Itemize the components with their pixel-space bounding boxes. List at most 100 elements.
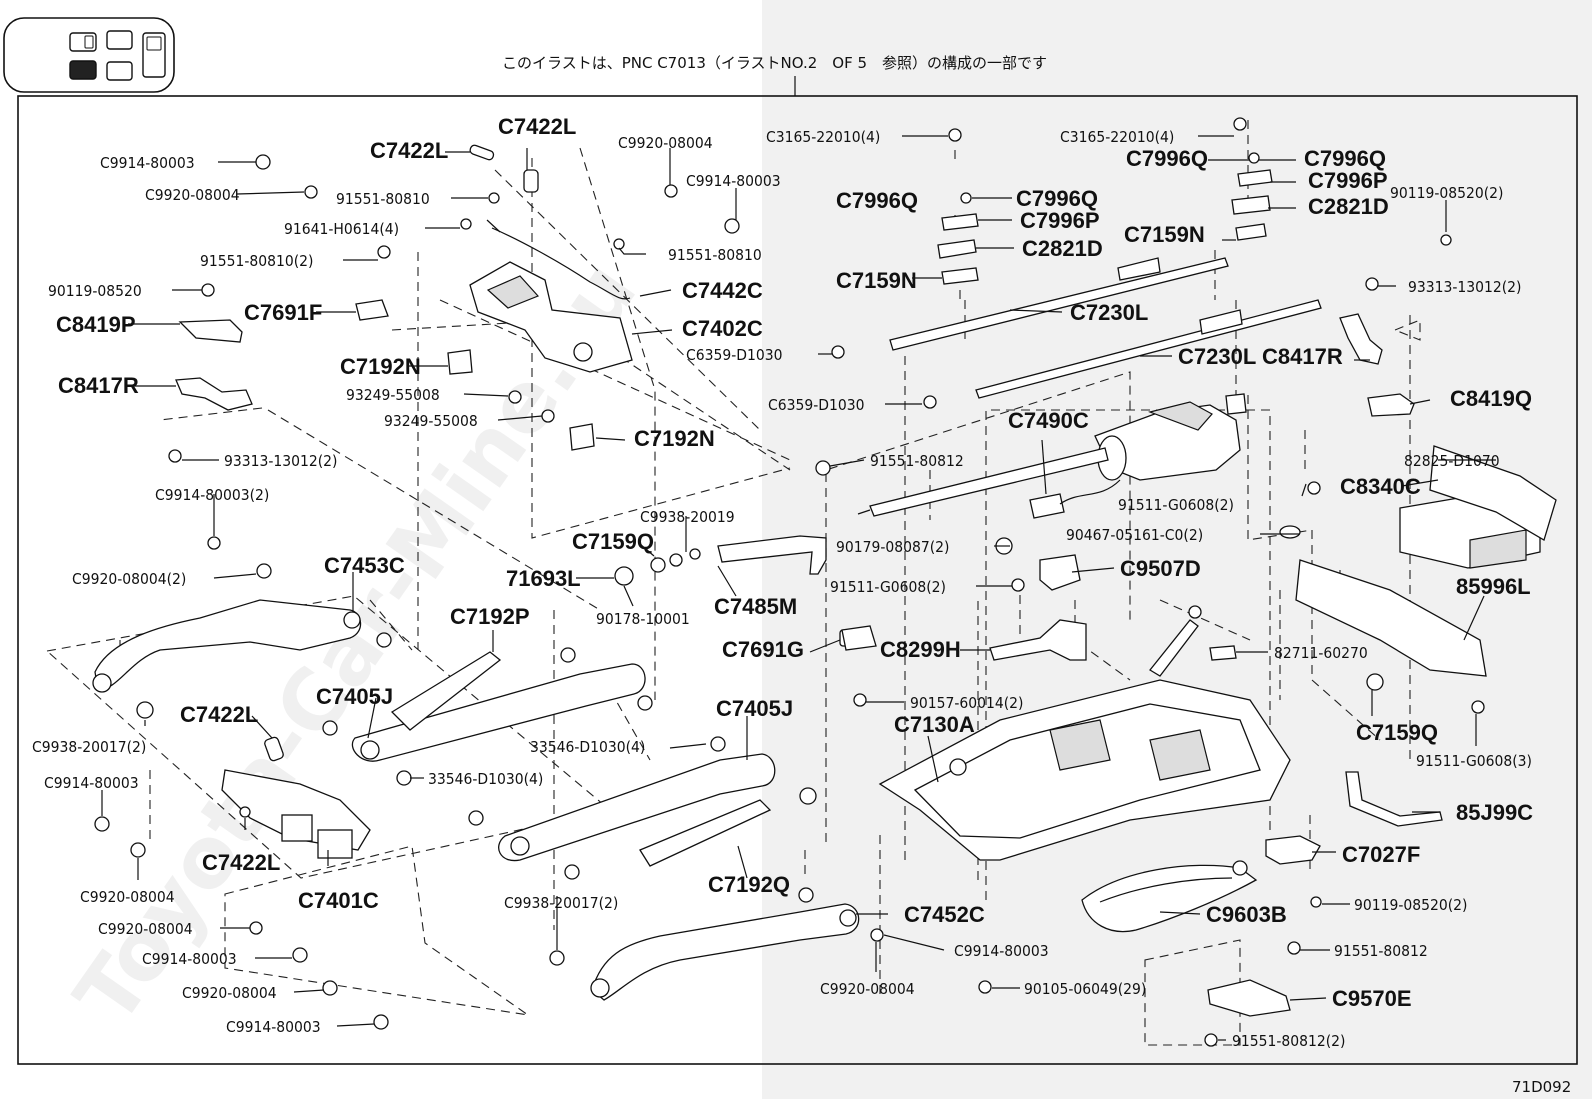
part-label[interactable]: C9938-20017(2) [504, 894, 618, 912]
part-label[interactable]: C9914-80003 [954, 942, 1049, 960]
part-label[interactable]: C9938-20019 [640, 508, 735, 526]
part-label[interactable]: C7453C [324, 553, 405, 578]
part-label[interactable]: C7485M [714, 594, 797, 619]
part-label[interactable]: C7130A [894, 712, 975, 737]
part-label[interactable]: C9914-80003 [44, 774, 139, 792]
part-label[interactable]: 91511-G0608(2) [830, 578, 946, 596]
part-label[interactable]: C9603B [1206, 902, 1287, 927]
part-label[interactable]: 93249-55008 [384, 412, 478, 430]
part-label[interactable]: C9507D [1120, 556, 1201, 581]
link-c7453c [94, 599, 362, 691]
part-label[interactable]: C8299H [880, 637, 961, 662]
part-label[interactable]: C7691G [722, 637, 804, 662]
part-label[interactable]: C7996Q [1126, 146, 1208, 171]
part-label[interactable]: C7192P [450, 604, 530, 629]
part-label[interactable]: C7996P [1020, 208, 1100, 233]
part-label[interactable]: 91551-80810 [336, 190, 430, 208]
part-label[interactable]: C7996Q [1016, 186, 1098, 211]
part-label[interactable]: C2821D [1022, 236, 1103, 261]
part-label[interactable]: C7996P [1308, 168, 1388, 193]
part-label[interactable]: 91551-80810 [668, 246, 762, 264]
part-label[interactable]: C7405J [316, 684, 393, 709]
part-label[interactable]: C7159Q [572, 529, 654, 554]
part-label[interactable]: C8419P [56, 312, 136, 337]
part-label[interactable]: 91551-80812(2) [1232, 1032, 1346, 1050]
part-label[interactable]: C9914-80003 [686, 172, 781, 190]
part-label[interactable]: C7442C [682, 278, 763, 303]
part-label[interactable]: 82711-60270 [1274, 644, 1368, 662]
part-label[interactable]: C9920-08004 [820, 980, 915, 998]
part-label[interactable]: C9920-08004 [182, 984, 277, 1002]
part-label[interactable]: 90178-10001 [596, 610, 690, 628]
part-label[interactable]: C9570E [1332, 986, 1412, 1011]
part-label[interactable]: C7422L [202, 850, 280, 875]
part-label[interactable]: C7159Q [1356, 720, 1438, 745]
part-label[interactable]: C7192N [634, 426, 715, 451]
part-label[interactable]: 90157-60014(2) [910, 694, 1024, 712]
part-label[interactable]: 33546-D1030(4) [530, 738, 645, 756]
part-label[interactable]: 93313-13012(2) [224, 452, 338, 470]
part-label[interactable]: 93249-55008 [346, 386, 440, 404]
part-label[interactable]: 91511-G0608(2) [1118, 496, 1234, 514]
part-label[interactable]: 85996L [1456, 574, 1531, 599]
part-label[interactable]: C7422L [498, 114, 576, 139]
part-label[interactable]: C9920-08004 [80, 888, 175, 906]
part-label[interactable]: 33546-D1030(4) [428, 770, 543, 788]
part-label[interactable]: C8340C [1340, 474, 1421, 499]
part-label[interactable]: 90119-08520(2) [1390, 184, 1504, 202]
part-label[interactable]: 90105-06049(29) [1024, 980, 1146, 998]
part-label[interactable]: 93313-13012(2) [1408, 278, 1522, 296]
part-label[interactable]: 91551-80810(2) [200, 252, 314, 270]
diagram-frame [17, 95, 1578, 1065]
part-label[interactable]: C7192Q [708, 872, 790, 897]
part-label[interactable]: 91551-80812 [870, 452, 964, 470]
part-label[interactable]: 90467-05161-C0(2) [1066, 526, 1203, 544]
part-label[interactable]: C3165-22010(4) [766, 128, 880, 146]
part-label[interactable]: C7691F [244, 300, 322, 325]
part-label[interactable]: C9914-80003 [142, 950, 237, 968]
rail-c7230l-upper [889, 257, 1229, 351]
lead-screw [869, 447, 1109, 517]
part-label[interactable]: C9914-80003(2) [155, 486, 269, 504]
part-label[interactable]: C9920-08004(2) [72, 570, 186, 588]
part-label[interactable]: C7422L [180, 702, 258, 727]
part-label[interactable]: 91641-H0614(4) [284, 220, 399, 238]
part-label[interactable]: C8419Q [1450, 386, 1532, 411]
part-label[interactable]: C7996Q [836, 188, 918, 213]
part-label[interactable]: 90179-08087(2) [836, 538, 950, 556]
part-label[interactable]: C7996Q [1304, 146, 1386, 171]
part-label[interactable]: C6359-D1030 [686, 346, 782, 364]
part-label[interactable]: C7452C [904, 902, 985, 927]
part-label[interactable]: C9938-20017(2) [32, 738, 146, 756]
part-label[interactable]: C9914-80003 [226, 1018, 321, 1036]
bracket-85996l [1295, 559, 1487, 677]
part-label[interactable]: 90119-08520 [48, 282, 142, 300]
part-label[interactable]: 91511-G0608(3) [1416, 752, 1532, 770]
part-label[interactable]: C9920-08004 [145, 186, 240, 204]
part-label[interactable]: C9920-08004 [618, 134, 713, 152]
part-label[interactable]: 82825-D1070 [1404, 452, 1500, 470]
part-label[interactable]: 90119-08520(2) [1354, 896, 1468, 914]
part-label[interactable]: C7230L [1070, 300, 1148, 325]
bracket-c9570e [1207, 979, 1291, 1017]
part-label[interactable]: C6359-D1030 [768, 396, 864, 414]
part-label[interactable]: C7422L [370, 138, 448, 163]
part-label[interactable]: 91551-80812 [1334, 942, 1428, 960]
part-label[interactable]: C7401C [298, 888, 379, 913]
part-label[interactable]: C7159N [836, 268, 917, 293]
part-label[interactable]: C3165-22010(4) [1060, 128, 1174, 146]
part-label[interactable]: C8417R [58, 373, 139, 398]
part-label[interactable]: C7405J [716, 696, 793, 721]
part-label[interactable]: 85J99C [1456, 800, 1533, 825]
part-label[interactable]: C2821D [1308, 194, 1389, 219]
part-label[interactable]: C7159N [1124, 222, 1205, 247]
part-label[interactable]: C9920-08004 [98, 920, 193, 938]
part-label[interactable]: C7490C [1008, 408, 1089, 433]
part-label[interactable]: C7230L [1178, 344, 1256, 369]
part-label[interactable]: 71693L [506, 566, 581, 591]
part-label[interactable]: C7192N [340, 354, 421, 379]
part-label[interactable]: C7027F [1342, 842, 1420, 867]
part-label[interactable]: C9914-80003 [100, 154, 195, 172]
part-label[interactable]: C7402C [682, 316, 763, 341]
part-label[interactable]: C8417R [1262, 344, 1343, 369]
